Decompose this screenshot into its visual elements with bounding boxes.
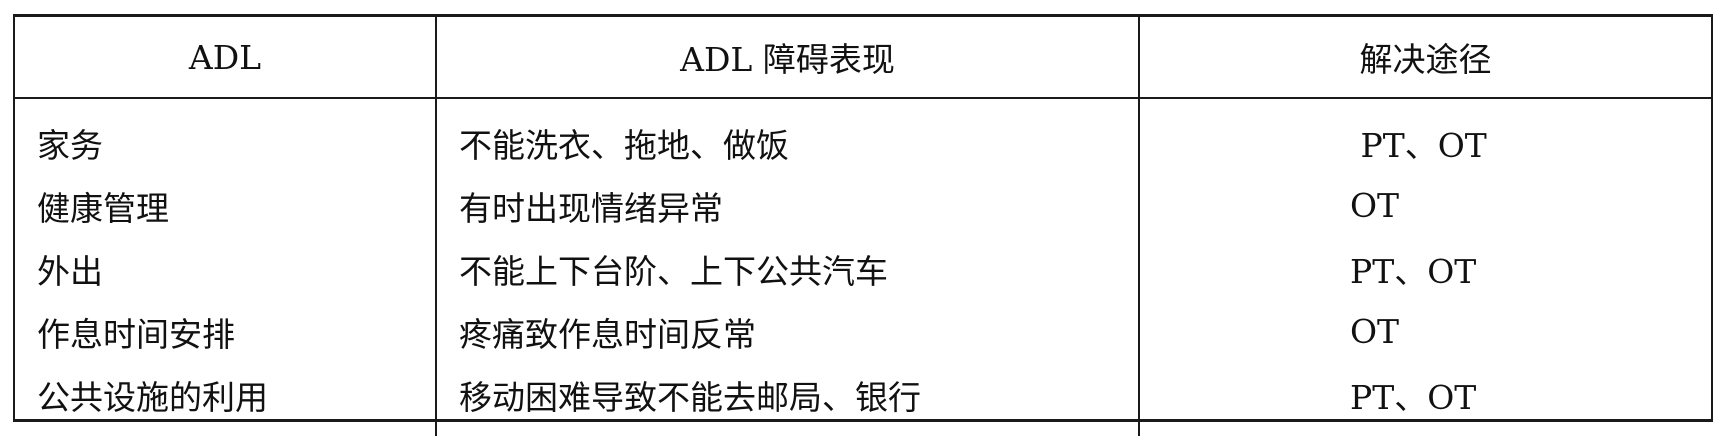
- table-row: 健康管理 有时出现情绪异常 OT: [15, 174, 1711, 237]
- cell-solution: OT: [1138, 300, 1711, 363]
- table-row: 作息时间安排 疼痛致作息时间反常 OT: [15, 300, 1711, 363]
- table-row: 家务 不能洗衣、拖地、做饭 PT、OT: [15, 98, 1711, 174]
- table-body: 家务 不能洗衣、拖地、做饭 PT、OT 健康管理 有时出现情绪异常 OT 外出 …: [15, 98, 1711, 436]
- cell-solution: PT、OT: [1138, 237, 1711, 300]
- cell-adl: 作息时间安排: [37, 314, 235, 354]
- cell-solution: PT、OT: [1138, 98, 1711, 174]
- header-row: ADL ADL 障碍表现 解决途径: [15, 17, 1711, 99]
- cell-impairment: 疼痛致作息时间反常: [435, 300, 1139, 363]
- table-row: 公共设施的利用 移动困难导致不能去邮局、银行 PT、OT: [15, 363, 1711, 436]
- cell-impairment: 有时出现情绪异常: [435, 174, 1139, 237]
- adl-table-container: ADL ADL 障碍表现 解决途径 家务 不能洗衣、拖地、做饭 PT、OT 健康…: [13, 14, 1713, 436]
- adl-table: ADL ADL 障碍表现 解决途径 家务 不能洗衣、拖地、做饭 PT、OT 健康…: [15, 17, 1711, 436]
- header-adl-impairment: ADL 障碍表现: [435, 17, 1139, 99]
- cell-adl: 公共设施的利用: [37, 377, 268, 417]
- header-adl: ADL: [15, 17, 436, 99]
- table-header: ADL ADL 障碍表现 解决途径: [15, 17, 1711, 99]
- cell-adl: 健康管理: [37, 188, 169, 228]
- cell-adl: 家务: [37, 125, 103, 165]
- cell-solution: PT、OT: [1138, 363, 1711, 436]
- cell-solution: OT: [1138, 174, 1711, 237]
- cell-impairment: 移动困难导致不能去邮局、银行: [435, 363, 1139, 436]
- cell-impairment: 不能上下台阶、上下公共汽车: [435, 237, 1139, 300]
- table-row: 外出 不能上下台阶、上下公共汽车 PT、OT: [15, 237, 1711, 300]
- cell-impairment: 不能洗衣、拖地、做饭: [435, 98, 1139, 174]
- header-solution: 解决途径: [1138, 17, 1711, 99]
- cell-adl: 外出: [37, 251, 103, 291]
